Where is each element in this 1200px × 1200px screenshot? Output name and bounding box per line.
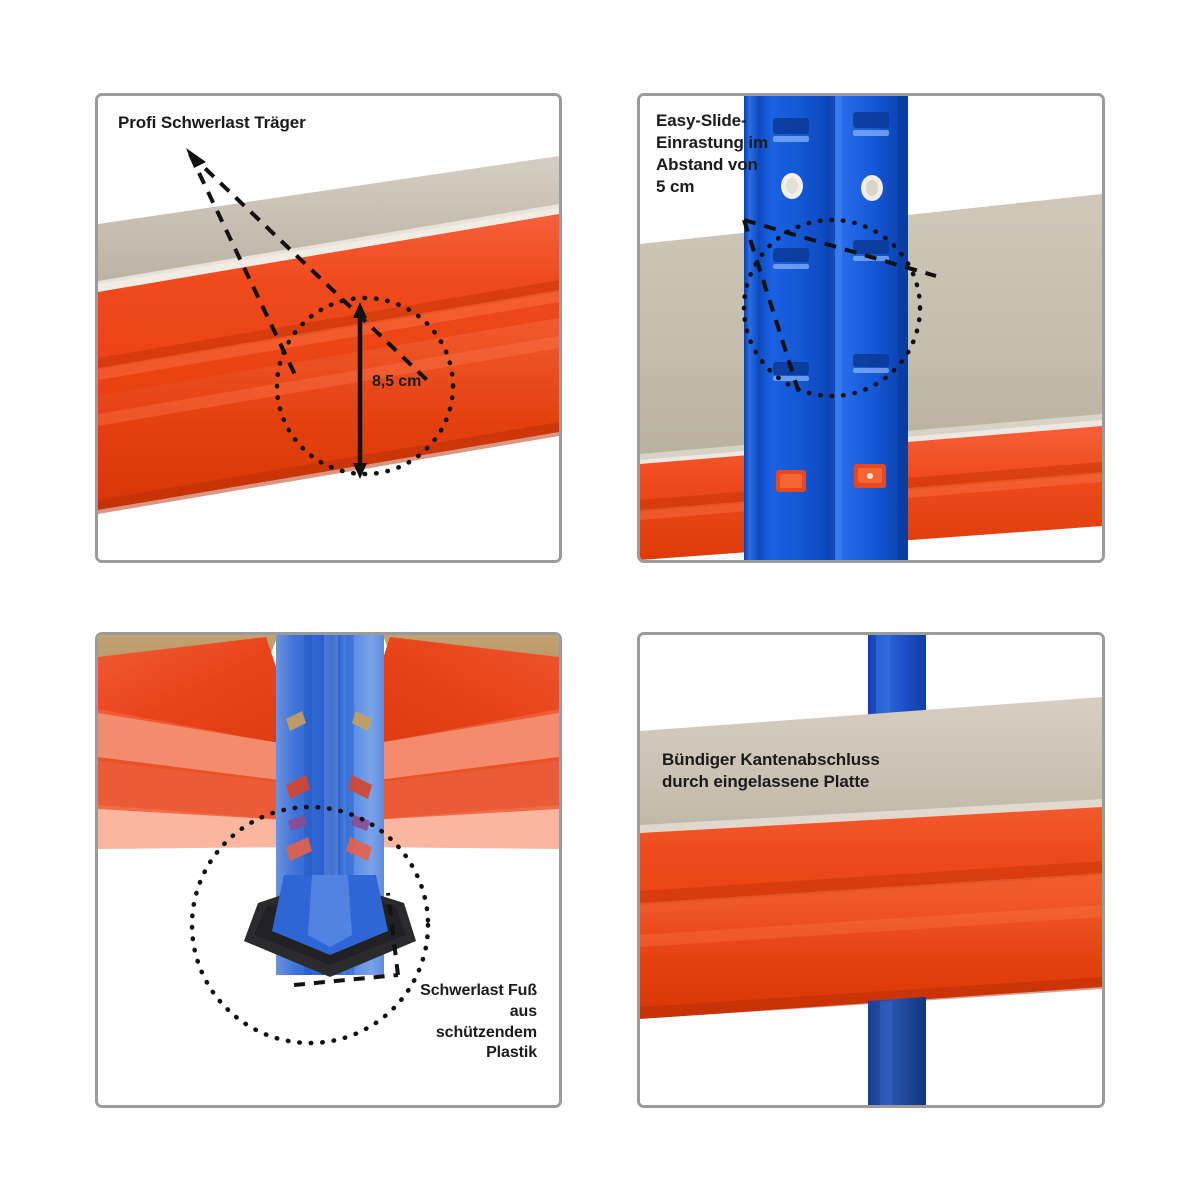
post-photo-art xyxy=(640,96,1102,560)
blue-post-lower xyxy=(868,997,926,1105)
leader-arrowhead xyxy=(186,148,206,168)
post-slot-group-middle xyxy=(773,240,889,381)
dotted-circle-callout xyxy=(741,217,923,399)
beam-photo-art xyxy=(98,96,559,560)
post-slot-group-lower xyxy=(776,464,886,492)
beam-lower-face xyxy=(98,318,559,510)
panel-easy-slide-einrastung: Easy-Slide- Einrastung im Abstand von 5 … xyxy=(637,93,1105,563)
shelf-board-surface xyxy=(640,697,1102,835)
shelf-board-surface xyxy=(98,156,559,284)
callout-text-buendiger-kantenabschluss: Bündiger Kantenabschluss durch eingelass… xyxy=(662,750,880,792)
leader-line-bottom xyxy=(293,973,399,987)
dimension-arrow-head-bottom xyxy=(353,463,367,479)
dimension-arrow-head-top xyxy=(353,302,367,318)
leader-line-right xyxy=(188,152,430,383)
post-slot-marks xyxy=(286,711,372,897)
callout-text-profi-schwerlast-traeger: Profi Schwerlast Träger xyxy=(118,113,306,132)
panel-profi-schwerlast-traeger: Profi Schwerlast Träger 8,5 cm xyxy=(95,93,562,563)
photo-flush-edge: Bündiger Kantenabschluss durch eingelass… xyxy=(640,635,1102,1105)
callout-text-schwerlast-fuss: Schwerlast Fuß aus schützendem Plastik xyxy=(420,982,537,1062)
dotted-circle-callout xyxy=(274,295,456,477)
edge-photo-art xyxy=(640,635,1102,1105)
post-flange-left xyxy=(744,96,758,560)
beam-lower-face xyxy=(640,883,1102,1019)
callout-text-easy-slide-einrastung: Easy-Slide- Einrastung im Abstand von 5 … xyxy=(656,111,769,197)
leader-line-left xyxy=(742,219,802,397)
panel-schwerlast-fuss: Schwerlast Fuß aus schützendem Plastik xyxy=(95,632,562,1108)
panel-buendiger-kantenabschluss: Bündiger Kantenabschluss durch eingelass… xyxy=(637,632,1105,1108)
photo-post-slots: Easy-Slide- Einrastung im Abstand von 5 … xyxy=(640,96,1102,560)
post-center-rib xyxy=(826,96,835,560)
photo-plastic-foot: Schwerlast Fuß aus schützendem Plastik xyxy=(98,635,559,1105)
photo-beam-height: Profi Schwerlast Träger 8,5 cm xyxy=(98,96,559,560)
beam-upper-face xyxy=(98,214,559,406)
foot-photo-art xyxy=(98,635,559,1105)
leader-line-up xyxy=(386,892,400,976)
dotted-circle-callout xyxy=(189,804,431,1046)
post-slot-group-upper xyxy=(773,112,889,142)
dimension-label-8-5-cm: 8,5 cm xyxy=(372,373,422,390)
